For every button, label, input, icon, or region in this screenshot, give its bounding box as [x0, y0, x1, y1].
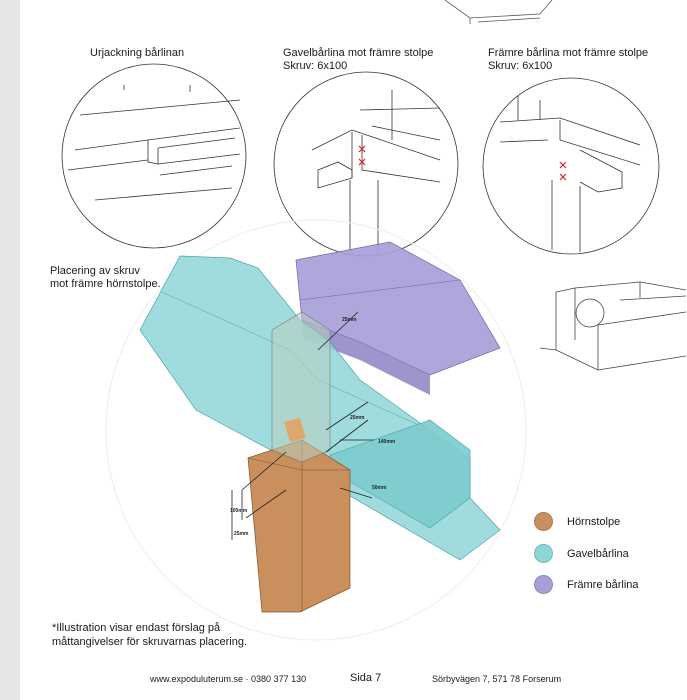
- legend-gablebeam: Gavelbårlina: [534, 544, 629, 563]
- detail-title-3: Främre bårlina mot främre stolpe: [488, 47, 649, 59]
- main-circle: [105, 219, 527, 641]
- dim-label-1: 25mm: [342, 317, 357, 323]
- dim-label-6: 25mm: [234, 531, 249, 537]
- legend-frontbeam: Främre bårlina: [534, 575, 639, 594]
- dim-label-5: 100mm: [230, 508, 248, 514]
- detail-subtitle-3: Skruv: 6x100: [488, 60, 553, 72]
- main-caption-line2: mot främre hörnstolpe.: [50, 278, 161, 290]
- detail-title-2: Gavelbårlina mot främre stolpe: [283, 47, 434, 59]
- legend-swatch-brown: [534, 512, 553, 531]
- detail-circle-2: [273, 71, 459, 257]
- legend-label-gablebeam: Gavelbårlina: [567, 547, 629, 560]
- illustration-note: *Illustration visar endast förslag på må…: [52, 621, 247, 649]
- detail-subtitle-2: Skruv: 6x100: [283, 60, 348, 72]
- screw-lines: [231, 311, 374, 540]
- dim-label-3: 140mm: [378, 439, 396, 445]
- legend-label-cornerpost: Hörnstolpe: [567, 515, 621, 528]
- reference-sketch: [539, 281, 687, 371]
- footer-website: www.expoduluterum.se · 0380 377 130: [150, 674, 307, 684]
- page-gutter: [0, 0, 20, 700]
- detail-circle-1: [61, 63, 247, 249]
- page-number: Sida 7: [350, 672, 382, 684]
- note-line2: måttangivelser för skruvarnas placering.: [52, 636, 248, 648]
- legend-label-frontbeam: Främre bårlina: [567, 578, 639, 591]
- note-line1: *Illustration visar endast förslag på: [52, 622, 221, 634]
- screw-marks-2: [358, 145, 366, 166]
- legend-swatch-purple: [534, 575, 553, 594]
- top-box-fragment: [444, 0, 553, 24]
- detail-title-1: Urjackning bårlinan: [90, 47, 185, 59]
- screw-marks-3: [559, 161, 567, 181]
- footer-address: Sörbyvägen 7, 571 78 Forserum: [432, 674, 562, 684]
- legend-swatch-teal: [534, 544, 553, 563]
- cornerpost-shape: [247, 439, 351, 613]
- upper-post-shape: [271, 311, 331, 463]
- main-caption-line1: Placering av skruv: [50, 265, 140, 277]
- dim-label-4: 50mm: [372, 485, 387, 491]
- legend-cornerpost: Hörnstolpe: [534, 512, 620, 531]
- detail-circle-3: [482, 77, 660, 255]
- dim-label-2: 25mm: [350, 415, 365, 421]
